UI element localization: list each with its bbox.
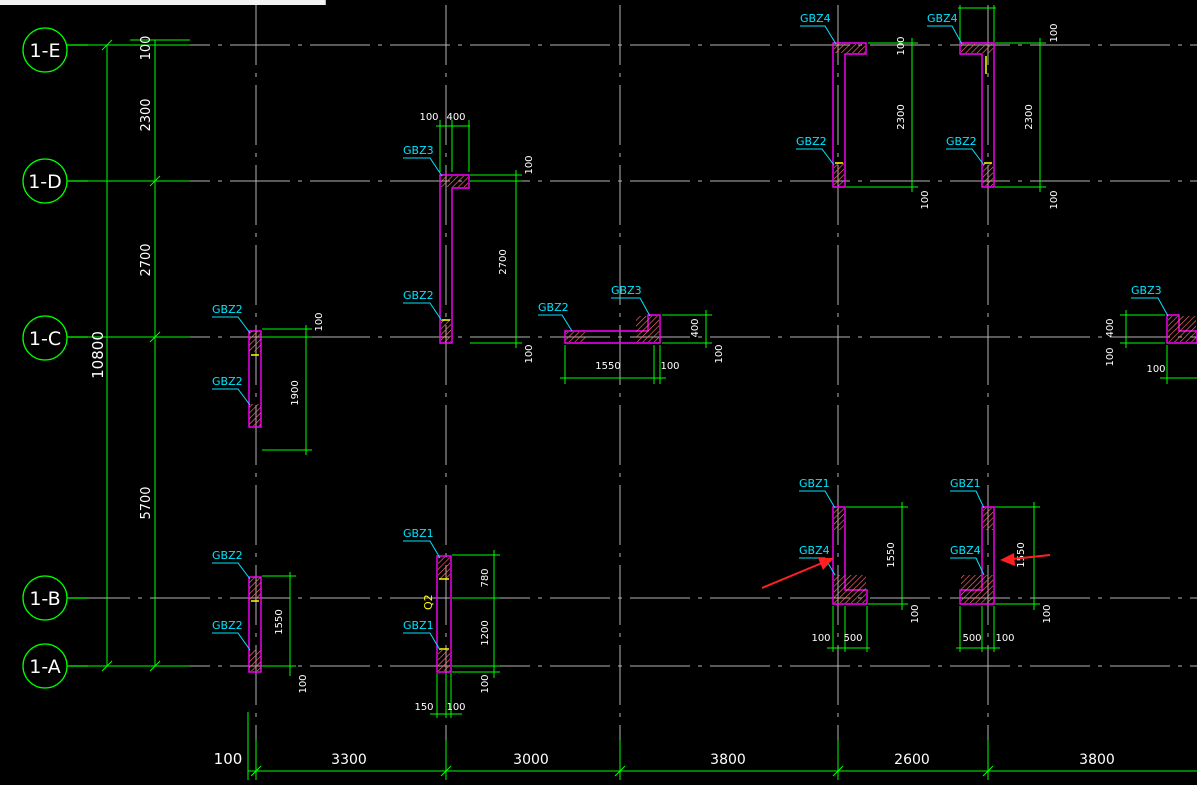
dim-500-b: 500: [962, 633, 981, 644]
local-dimensions: [262, 5, 1197, 718]
tag-gbz2-8: GBZ2: [946, 135, 977, 148]
dim-1550-b: 1550: [595, 361, 620, 372]
dim-780: 780: [480, 568, 491, 587]
tag-gbz2-2: GBZ2: [212, 375, 243, 388]
dim-1200: 1200: [480, 620, 491, 645]
dim-400-c: 400: [1105, 318, 1116, 337]
dim-100-c: 100: [419, 112, 438, 123]
dim-100-l: 100: [1049, 23, 1060, 42]
dim-1550-a: 1550: [274, 609, 285, 634]
tag-gbz3-3: GBZ3: [1131, 284, 1162, 297]
tag-gbz1-2: GBZ1: [403, 619, 434, 632]
dim-1900: 1900: [290, 380, 301, 405]
bottom-dimension-chain: [247, 712, 1197, 780]
dim-1550-c: 1550: [886, 542, 897, 567]
axis-label-1c: 1-C: [29, 328, 61, 350]
tag-gbz4-3: GBZ4: [799, 544, 830, 557]
tag-leaders: [212, 25, 1169, 651]
dim-100-q: 100: [995, 633, 1014, 644]
dim-100-r: 100: [1105, 347, 1116, 366]
dim-400-b: 400: [690, 318, 701, 337]
dim-100-b: 100: [298, 674, 309, 693]
left-dimension-chain: [88, 39, 190, 672]
dim-left-100: 100: [139, 36, 154, 61]
tag-gbz2-1: GBZ2: [212, 303, 243, 316]
axis-label-1a: 1-A: [29, 656, 61, 678]
dim-left-2700: 2700: [139, 243, 154, 276]
dim-2700: 2700: [498, 249, 509, 274]
window-title-strip: [0, 0, 326, 5]
dim-left-2300: 2300: [139, 98, 154, 131]
tag-gbz2-7: GBZ2: [796, 135, 827, 148]
dim-100-o: 100: [811, 633, 830, 644]
axis-bubble-1c: [22, 315, 68, 361]
dim-100-g: 100: [714, 344, 725, 363]
tag-gbz2-3: GBZ2: [212, 549, 243, 562]
tag-gbz4-1: GBZ4: [800, 12, 831, 25]
arrow-head-left-icon: [818, 558, 834, 570]
tag-gbz1-4: GBZ1: [950, 477, 981, 490]
tag-gbz1-3: GBZ1: [799, 477, 830, 490]
walls: [248, 42, 1197, 673]
dim-100-k: 100: [920, 190, 931, 209]
dim-100-f: 100: [660, 361, 679, 372]
tag-gbz4-4: GBZ4: [950, 544, 981, 557]
dim-500-a: 500: [843, 633, 862, 644]
dim-100-p: 100: [1042, 604, 1053, 623]
dim-bottom-3800a: 3800: [710, 752, 746, 768]
dim-bottom-100: 100: [214, 750, 243, 768]
axis-label-1e: 1-E: [30, 40, 61, 62]
dim-bottom-2600: 2600: [894, 752, 930, 768]
annotation-arrows: [761, 553, 1051, 589]
arrow-head-right-icon: [1000, 553, 1015, 566]
axis-bubbles: [22, 27, 88, 689]
dim-100-d: 100: [524, 155, 535, 174]
dim-100-h: 100: [480, 674, 491, 693]
dim-bottom-3800b: 3800: [1079, 752, 1115, 768]
dim-1550-d: 1550: [1016, 542, 1027, 567]
tag-gbz2-5: GBZ2: [403, 289, 434, 302]
dim-100-a: 100: [314, 312, 325, 331]
dim-100-n: 100: [910, 604, 921, 623]
dim-100-i: 100: [446, 702, 465, 713]
dim-100-j: 100: [896, 36, 907, 55]
dim-100-m: 100: [1049, 190, 1060, 209]
dim-left-5700: 5700: [139, 486, 154, 519]
tag-gbz3-2: GBZ3: [611, 284, 642, 297]
joint-marks: [251, 56, 992, 650]
axis-label-1b: 1-B: [29, 588, 60, 610]
dim-400-a: 400: [446, 112, 465, 123]
tag-gbz2-6: GBZ2: [538, 301, 569, 314]
tag-q2: Q2: [422, 594, 435, 610]
dim-left-10800: 10800: [89, 331, 107, 379]
axis-label-1d: 1-D: [28, 171, 62, 193]
tag-gbz4-2: GBZ4: [927, 12, 958, 25]
axis-bubble-1e: [22, 27, 68, 73]
tag-gbz1-1: GBZ1: [403, 527, 434, 540]
dim-150: 150: [414, 702, 433, 713]
dim-100-s: 100: [1146, 364, 1165, 375]
dim-bottom-3000: 3000: [513, 752, 549, 768]
dim-100-e: 100: [524, 344, 535, 363]
dim-2300-a: 2300: [896, 104, 907, 129]
dim-2300-b: 2300: [1024, 104, 1035, 129]
tag-gbz2-4: GBZ2: [212, 619, 243, 632]
dim-bottom-3300: 3300: [331, 752, 367, 768]
tag-gbz3-1: GBZ3: [403, 144, 434, 157]
